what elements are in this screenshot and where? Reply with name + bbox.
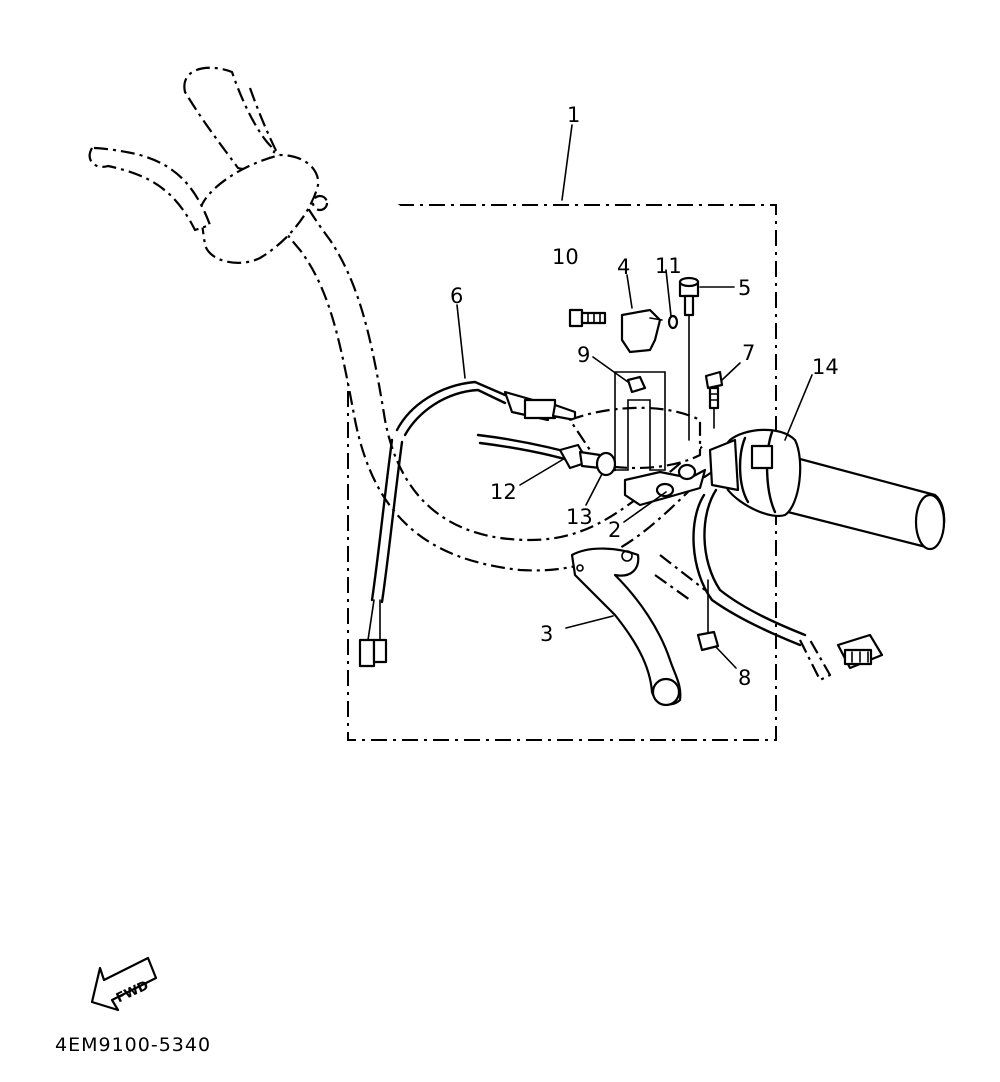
drawing-code: 4EM9100-5340 (55, 1034, 211, 1056)
callout-13: 13 (566, 505, 593, 529)
part-13-locknut (595, 451, 617, 477)
callout-10: 10 (552, 245, 579, 269)
callout-3: 3 (540, 622, 553, 646)
callout-8: 8 (738, 666, 751, 690)
part-8-nut (696, 630, 720, 652)
left-lever (88, 146, 212, 232)
part-2-fitting (623, 463, 707, 507)
callout-12: 12 (490, 480, 517, 504)
callout-11: 11 (655, 254, 682, 278)
assembly-frame (347, 204, 777, 741)
callout-1: 1 (567, 103, 580, 127)
leader-lines (456, 124, 813, 669)
part-7-screw (704, 370, 724, 429)
callout-7: 7 (742, 341, 755, 365)
callout-6: 6 (450, 284, 463, 308)
callout-4: 4 (617, 255, 630, 279)
part-12-adjuster (558, 443, 602, 470)
part-4-bracket (620, 308, 662, 354)
part-11-washer (667, 314, 679, 330)
left-grip (183, 66, 277, 171)
callout-5: 5 (738, 276, 751, 300)
left-switch-housing (198, 153, 320, 264)
part-9-nut (626, 375, 647, 394)
part-3-lever (570, 547, 682, 706)
part-10-screw (568, 308, 607, 328)
callout-9: 9 (577, 343, 590, 367)
callout-14: 14 (812, 355, 839, 379)
callout-2: 2 (608, 518, 621, 542)
switch-wiring (654, 488, 884, 682)
fwd-arrow-icon: FWD (90, 956, 158, 1012)
part-5-bolt (678, 276, 700, 441)
right-switch-assembly (708, 428, 946, 551)
